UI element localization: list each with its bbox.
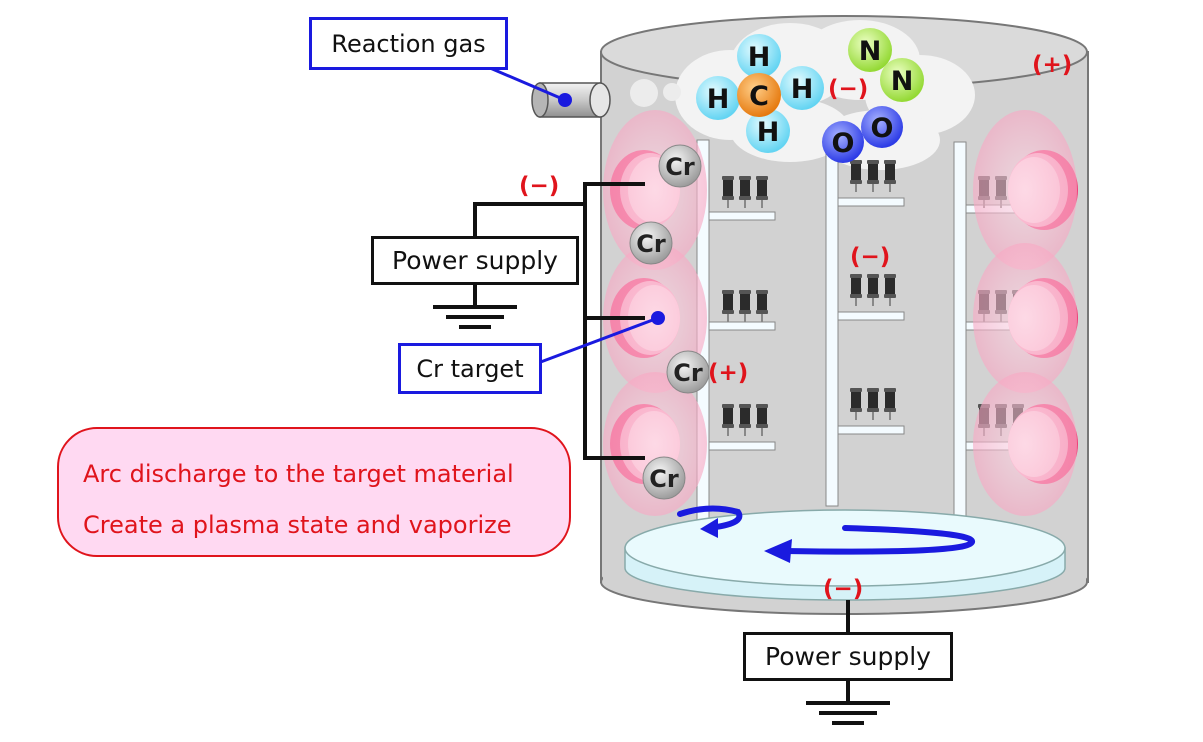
turntable-sign: (−) (823, 576, 864, 602)
cr-target-pointer-dot (651, 311, 665, 325)
gas-cloud-sign: (−) (828, 76, 869, 102)
atom-label-cr: Cr (665, 153, 695, 181)
atom-label-c: C (749, 81, 769, 112)
atom-label-o: O (832, 128, 855, 159)
atom-label-n: N (859, 36, 882, 67)
rotation-arrow-head-small (700, 518, 718, 538)
turntable (624, 509, 1066, 601)
arc-discharge-note: Arc discharge to the target material Cre… (57, 427, 571, 557)
left-circuit-wiring (433, 182, 645, 460)
note-line-1: Arc discharge to the target material (83, 460, 514, 488)
reaction-gas-label: Reaction gas (309, 17, 508, 70)
left-circuit-sign: (−) (519, 173, 560, 199)
chromium-ions: Cr Cr Cr Cr (629, 144, 710, 500)
nitrogen-molecule: N N (848, 28, 924, 102)
atom-label-cr: Cr (673, 359, 703, 387)
atom-label-n: N (891, 66, 914, 97)
atom-label-o: O (871, 113, 894, 144)
note-line-2: Create a plasma state and vaporize (83, 511, 512, 539)
reaction-gas-pointer-dot (558, 93, 572, 107)
callout-lines (489, 66, 659, 365)
rotation-arrow (677, 505, 975, 555)
atom-label-h: H (791, 74, 814, 105)
atom-label-h: H (757, 117, 780, 148)
atom-label-cr: Cr (636, 230, 666, 258)
cr-target-label: Cr target (398, 343, 542, 394)
power-supply-left-label: Power supply (371, 236, 579, 285)
rotation-arrow-head (764, 539, 792, 563)
oxygen-molecule: O O (822, 106, 903, 163)
chamber-anode-sign: (+) (1032, 52, 1073, 78)
atom-label-h: H (707, 84, 730, 115)
atom-label-h: H (748, 42, 771, 73)
bottom-circuit-wiring (806, 600, 890, 725)
methane-molecule: H H H H C (696, 34, 824, 153)
center-rack-sign: (−) (850, 244, 891, 270)
cr-ion-sign: (+) (708, 360, 749, 386)
atom-label-cr: Cr (649, 465, 679, 493)
power-supply-bottom-label: Power supply (743, 632, 953, 681)
